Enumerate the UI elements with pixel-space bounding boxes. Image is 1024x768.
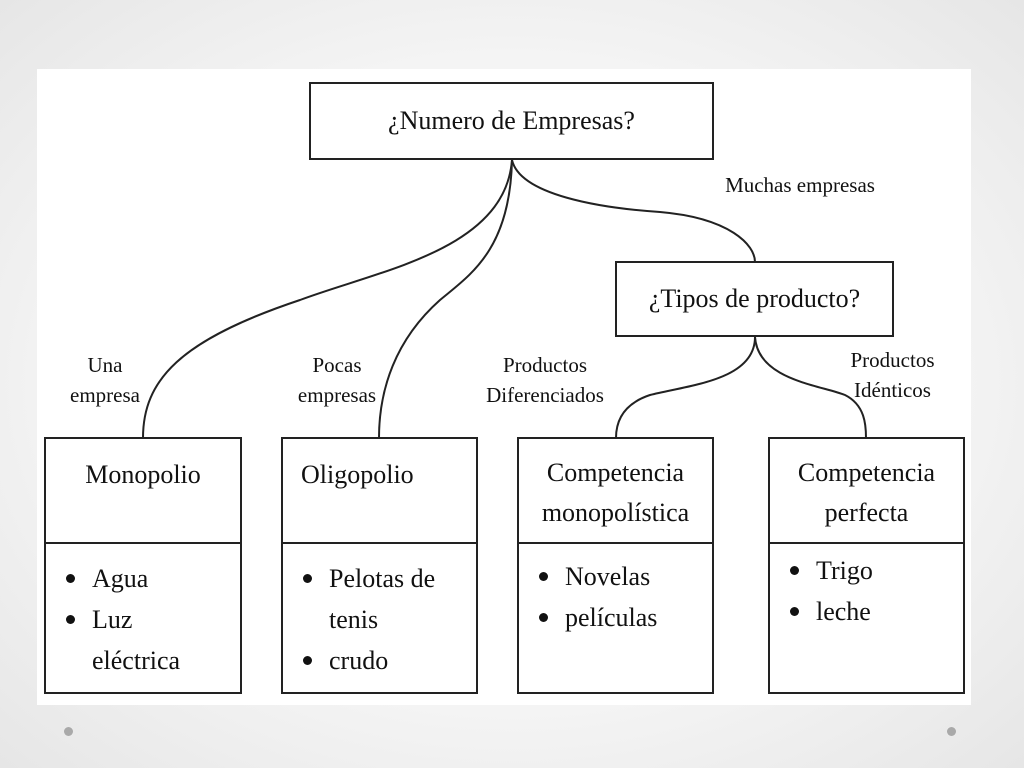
slide-dot-right [947, 727, 956, 736]
list-item: crudo [283, 640, 476, 681]
edge-label-una-empresa: Una empresa [70, 353, 140, 407]
market-card-oligopolio: Oligopolio Pelotas de tenis crudo [281, 437, 478, 694]
market-title: Oligopolio [283, 439, 476, 544]
market-examples: Trigo leche [770, 544, 963, 632]
list-item: películas [519, 597, 712, 638]
root-node: ¿Numero de Empresas? [309, 82, 714, 160]
root-node-label: ¿Numero de Empresas? [388, 106, 635, 135]
market-card-monopolio: Monopolio Agua Luz eléctrica [44, 437, 242, 694]
market-title: Competencia monopolística [519, 439, 712, 544]
edge-pocas-empresas [378, 159, 513, 439]
market-card-competencia-monopolistica: Competencia monopolística Novelas pelícu… [517, 437, 714, 694]
market-title: Monopolio [46, 439, 240, 544]
list-item: Pelotas de tenis [283, 558, 476, 640]
list-item: Novelas [519, 556, 712, 597]
edge-label-productos-identicos: Productos Idénticos [850, 348, 935, 402]
product-type-node: ¿Tipos de producto? [615, 261, 894, 337]
edge-label-pocas-empresas: Pocas empresas [297, 353, 377, 407]
edge-productos-diferenciados [615, 336, 756, 439]
list-item: leche [770, 591, 963, 632]
market-examples: Pelotas de tenis crudo [283, 544, 476, 681]
market-card-competencia-perfecta: Competencia perfecta Trigo leche [768, 437, 965, 694]
list-item: Luz eléctrica [46, 599, 240, 681]
edge-una-empresa [142, 159, 513, 439]
edge-label-muchas-empresas: Muchas empresas [725, 173, 875, 197]
edge-muchas-empresas [511, 159, 756, 263]
market-title: Competencia perfecta [770, 439, 963, 544]
edge-productos-identicos [754, 336, 867, 439]
list-item: Trigo [770, 550, 963, 591]
edge-label-productos-diferenciados: Productos Diferenciados [486, 353, 604, 407]
product-type-label: ¿Tipos de producto? [648, 284, 861, 313]
market-examples: Agua Luz eléctrica [46, 544, 240, 681]
slide-dot-left [64, 727, 73, 736]
market-examples: Novelas películas [519, 544, 712, 638]
list-item: Agua [46, 558, 240, 599]
